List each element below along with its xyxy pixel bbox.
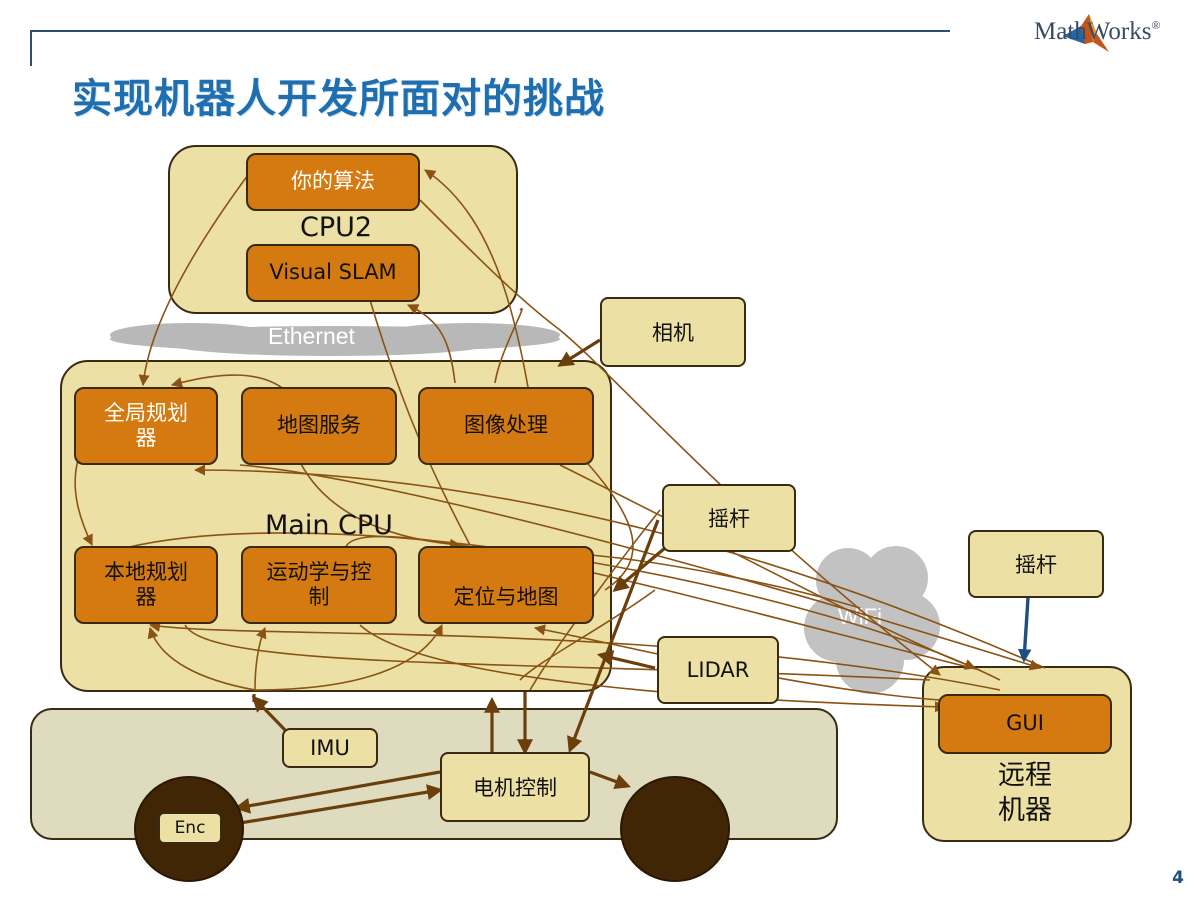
page-title: 实现机器人开发所面对的挑战 — [72, 76, 605, 122]
global-planner-node: 全局规划器 — [74, 387, 218, 465]
cpu2-label: CPU2 — [300, 212, 373, 243]
joystick-node: 摇杆 — [662, 484, 796, 552]
header-rule — [30, 30, 950, 32]
local-planner-node: 本地规划器 — [74, 546, 218, 624]
mathworks-logo-text: MathWorks® — [1034, 18, 1161, 46]
kinematics-control-node: 运动学与控制 — [241, 546, 397, 624]
gui-node: GUI — [938, 694, 1112, 754]
imu-node: IMU — [282, 728, 378, 768]
image-processing-node: 图像处理 — [418, 387, 594, 465]
right-wheel — [620, 776, 730, 882]
encoder-node: Enc — [158, 812, 222, 844]
camera-node: 相机 — [600, 297, 746, 367]
motor-control-node: 电机控制 — [440, 752, 590, 822]
logo-name: MathWorks — [1034, 18, 1152, 45]
map-service-node: 地图服务 — [241, 387, 397, 465]
page-number: 4 — [1172, 868, 1184, 888]
remote-joystick-node: 摇杆 — [968, 530, 1104, 598]
header-rule-left — [30, 30, 32, 66]
remote-machine-label: 远程机器 — [998, 760, 1052, 827]
logo-registered-mark: ® — [1151, 18, 1161, 32]
ethernet-label: Ethernet — [268, 323, 355, 349]
mathworks-logo-icon — [1063, 14, 1109, 52]
lidar-node: LIDAR — [657, 636, 779, 704]
your-algorithm-node: 你的算法 — [246, 153, 420, 211]
localization-mapping-node: 定位与地图 — [418, 546, 594, 624]
main-cpu-label: Main CPU — [265, 510, 393, 541]
visual-slam-node: Visual SLAM — [246, 244, 420, 302]
